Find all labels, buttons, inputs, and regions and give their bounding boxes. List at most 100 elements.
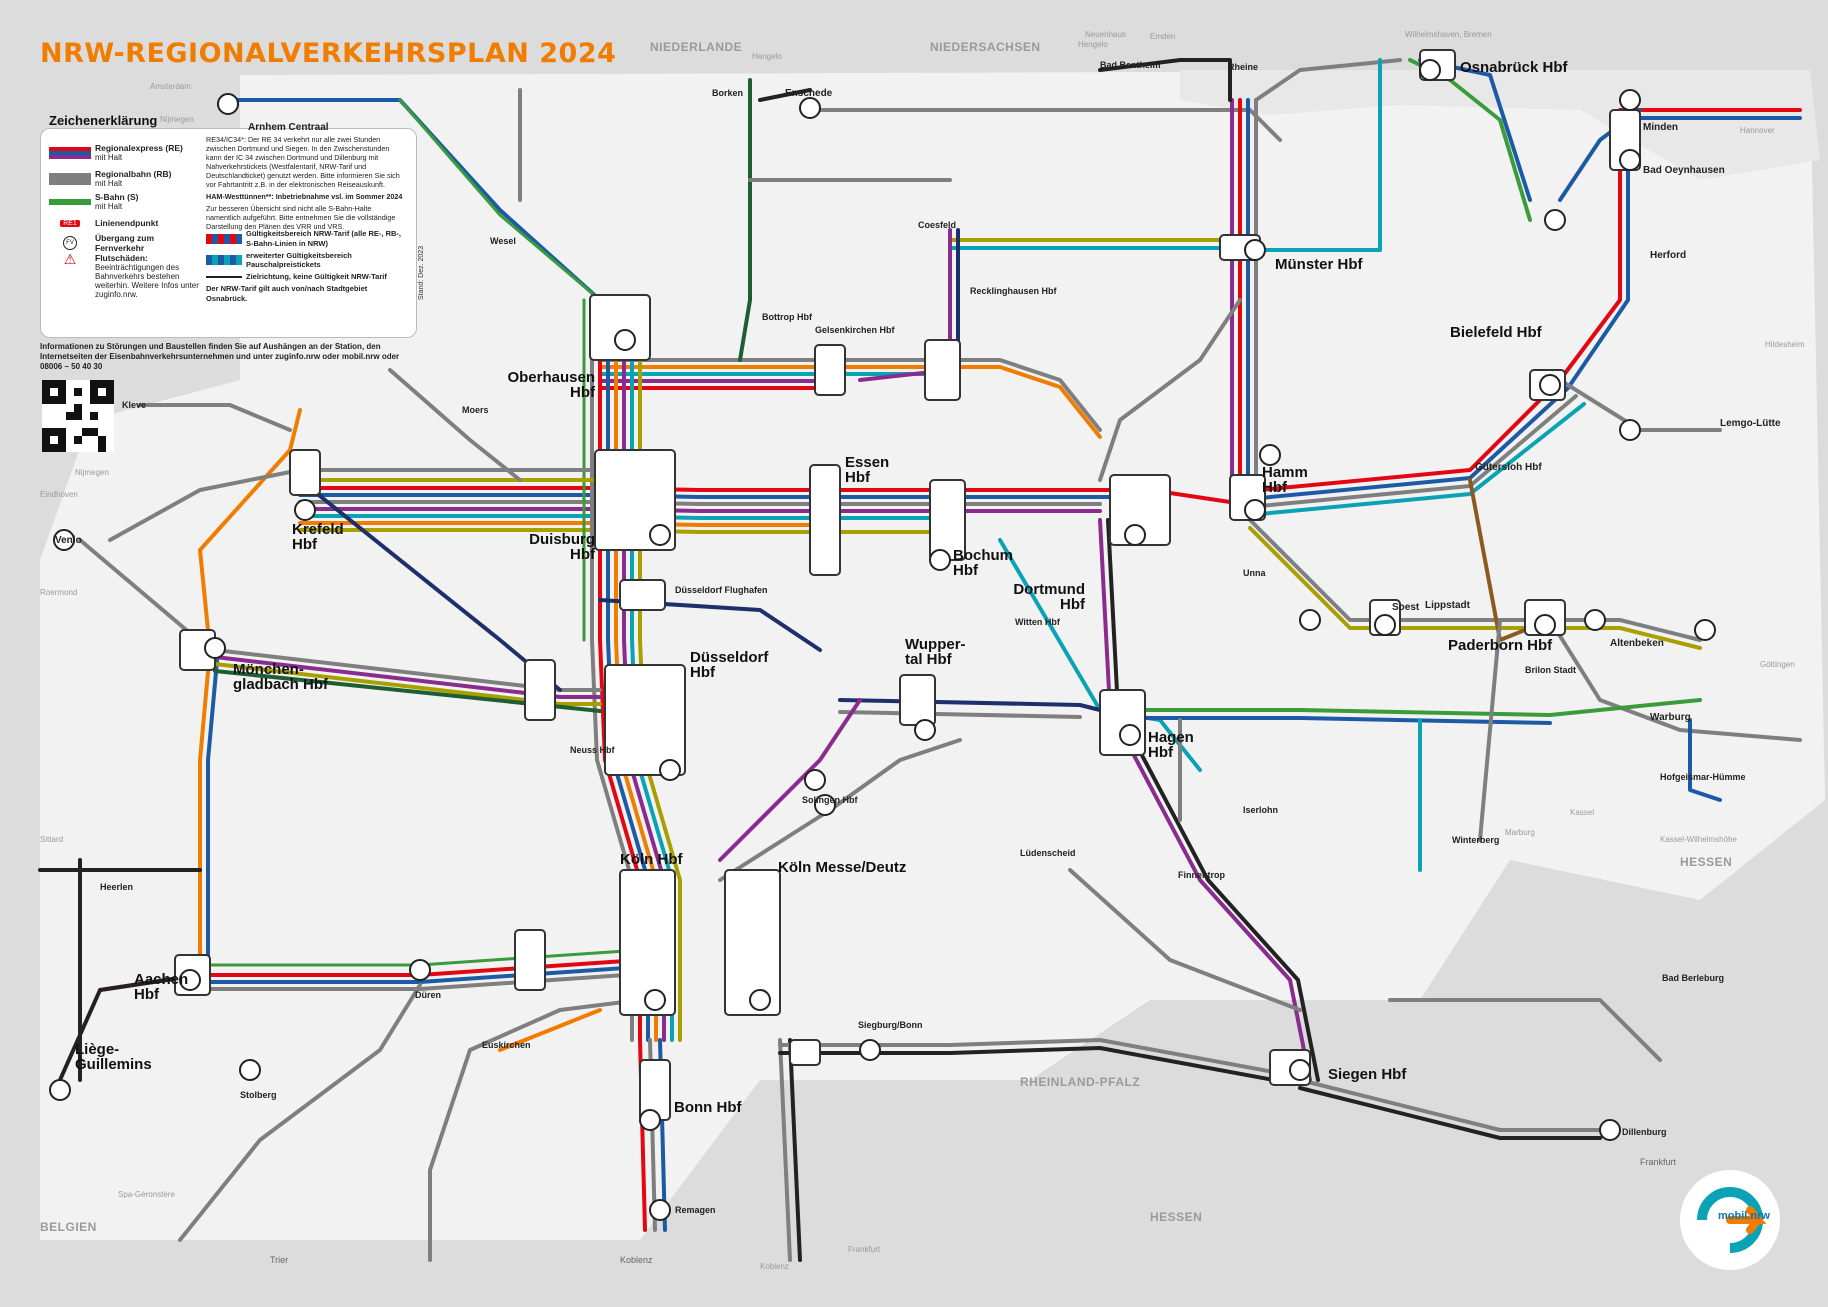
legend-notes: RE34/IC34*: Der RE 34 verkehrt nur alle … [206,135,406,231]
warning-icon: ⚠ [49,251,91,267]
station-enschede[interactable]: Enschede [785,88,833,99]
station-duesseldorf-flughafen[interactable]: Düsseldorf Flughafen [675,585,768,595]
station-unna[interactable]: Unna [1243,568,1266,578]
legend-re-label: Regionalexpress (RE) [95,143,183,153]
station-guetersloh[interactable]: Gütersloh Hbf [1475,462,1542,473]
station-solingen[interactable]: Solingen Hbf [802,795,858,805]
direction-kassel: Kassel [1570,808,1595,817]
legend-flood-title: Flutschäden: [95,253,148,263]
legend-transfer-label: Übergang zum Fernverkehr [95,233,155,253]
station-stolberg[interactable]: Stolberg [240,1090,277,1100]
hub-mg[interactable]: Mönchen-gladbach Hbf [233,661,329,693]
tariff-3: Zielrichtung, keine Gültigkeit NRW-Tarif [246,272,387,281]
station-bottrop[interactable]: Bottrop Hbf [762,312,812,322]
hub-bielefeld[interactable]: Bielefeld Hbf [1450,324,1542,341]
mobil-nrw-logo[interactable] [1680,1170,1780,1270]
station-neuss[interactable]: Neuss Hbf [570,745,615,755]
station-remagen[interactable]: Remagen [675,1205,716,1215]
station-recklinghausen[interactable]: Recklinghausen Hbf [970,286,1057,296]
hub-krefeld[interactable]: Krefeld Hbf [292,521,344,553]
hub-duisburg[interactable]: Duisburg Hbf [529,531,595,563]
hub-aachen[interactable]: Aachen Hbf [134,971,189,1003]
page-title: NRW-REGIONALVERKEHRSPLAN 2024 [40,38,617,69]
hub-siegen[interactable]: Siegen Hbf [1328,1066,1407,1083]
direction-goettingen: Göttingen [1760,660,1795,669]
hub-wuppertal[interactable]: Wupper-tal Hbf [905,636,966,668]
station-finnentrop[interactable]: Finnentrop [1178,870,1225,880]
country-label: NIEDERSACHSEN [930,40,1041,54]
borken-line [738,78,752,362]
hub-duesseldorf[interactable]: Düsseldorf Hbf [690,649,769,681]
station-moers[interactable]: Moers [462,405,489,415]
station-soest[interactable]: Soest [1392,602,1420,613]
emmerich-line [228,98,602,302]
station-herford[interactable]: Herford [1650,250,1687,261]
kleve-line [138,403,292,432]
station-dueren[interactable]: Düren [415,990,442,1000]
station-siegburg[interactable]: Siegburg/Bonn [858,1020,923,1030]
station-bad-oeynhausen[interactable]: Bad Oeynhausen [1643,165,1725,176]
legend-flood: ⚠ Flutschäden: Beeinträchtigungen des Ba… [49,251,204,299]
station-warburg[interactable]: Warburg [1650,712,1691,723]
station-arnhem[interactable]: Arnhem Centraal [248,122,329,133]
hub-hamm[interactable]: Hamm Hbf [1262,464,1308,496]
hub-bonn[interactable]: Bonn Hbf [674,1099,742,1116]
station-witten[interactable]: Witten Hbf [1015,617,1060,627]
hub-liege[interactable]: Liège-Guillemins [75,1041,152,1073]
station-coesfeld[interactable]: Coesfeld [918,220,957,230]
eifel-line [428,998,642,1262]
station-heerlen[interactable]: Heerlen [100,882,134,892]
station-bad-bentheim[interactable]: Bad Bentheim [1100,60,1161,70]
tariff-4: Der NRW-Tarif gilt auch von/nach Stadtge… [206,283,368,303]
muenster-osnabrueck [1258,58,1382,252]
hub-dortmund[interactable]: Dortmund Hbf [1013,581,1085,613]
hub-osnabrueck[interactable]: Osnabrück Hbf [1460,59,1568,76]
station-brilon[interactable]: Brilon Stadt [1525,665,1576,675]
krefeld-line [108,468,602,542]
qr-code[interactable] [42,380,114,452]
hub-bochum[interactable]: Bochum Hbf [953,547,1013,579]
station-kleve[interactable]: Kleve [122,400,147,410]
winterberg-line [1478,618,1502,842]
hub-paderborn[interactable]: Paderborn Hbf [1448,637,1553,654]
hub-oberhausen[interactable]: Oberhausen Hbf [507,369,595,401]
station-dillenburg[interactable]: Dillenburg [1622,1127,1667,1137]
station-venlo[interactable]: Venlo [55,535,82,546]
station-euskirchen[interactable]: Euskirchen [482,1040,531,1050]
country-label: RHEINLAND-PFALZ [1020,1075,1141,1089]
hub-koeln-messe[interactable]: Köln Messe/Deutz [778,859,907,876]
rb-swatch [49,172,91,185]
station-gelsenkirchen[interactable]: Gelsenkirchen Hbf [815,325,895,335]
legend-sbahn: S-Bahn (S)mit Halt [49,192,204,211]
hub-hagen[interactable]: Hagen Hbf [1148,729,1194,761]
station-borken[interactable]: Borken [712,88,744,98]
direction-amsterdam: Amsterdam [150,82,191,91]
station-wesel[interactable]: Wesel [490,236,516,246]
hub-essen[interactable]: Essen Hbf [845,454,890,486]
hub-koeln[interactable]: Köln Hbf [620,851,683,868]
station-lippstadt[interactable]: Lippstadt [1425,600,1470,611]
station-bad-berleburg[interactable]: Bad Berleburg [1662,973,1725,983]
ruhr-sieg-east [1108,698,1702,725]
station-winterberg[interactable]: Winterberg [1452,835,1500,845]
muenster-hamm [1230,98,1258,492]
station-lemgo[interactable]: Lemgo-Lütte [1720,418,1781,429]
station-luedenscheid[interactable]: Lüdenscheid [1020,848,1076,858]
station-minden[interactable]: Minden [1643,122,1678,133]
station-rheine[interactable]: Rheine [1228,62,1259,72]
station-hofgeismar[interactable]: Hofgeismar-Hümme [1660,772,1746,782]
tariff-swatch [206,233,242,244]
hub-muenster[interactable]: Münster Hbf [1275,256,1363,273]
direction-emden: Emden [1150,32,1176,41]
muenster-dortmund [1098,298,1242,482]
station-iserlohn[interactable]: Iserlohn [1243,805,1279,815]
station-altenbeken[interactable]: Altenbeken [1610,638,1664,649]
direction-neuenhaus: Neuenhaus [1085,30,1126,39]
direction-hannover: Hannover [1740,126,1775,135]
siegen-dillenburg-2 [1298,1086,1602,1140]
endpoint-icon: RE1 [49,217,91,229]
osnabrueck-region [1180,70,1820,180]
direction-hengelo: Hengelo [1078,40,1108,49]
wuppertal-hagen-2 [838,710,1082,719]
stand-date: Stand: Dez. 2023 [418,245,425,300]
